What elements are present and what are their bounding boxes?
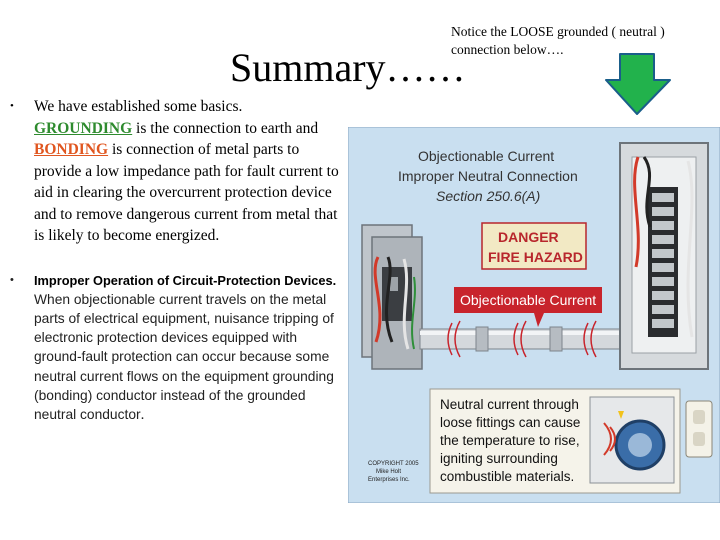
danger-label [481,222,587,270]
ill-heading-line-2: Improper Neutral Connection [398,168,578,184]
bullet-basics-intro: We have established some basics. [34,98,243,115]
loose-fitting-detail [589,396,675,484]
panelboard [619,142,709,370]
grounding-definition: is the connection to earth and [132,119,319,137]
credit-line-1: COPYRIGHT 2005 [368,461,419,467]
down-arrow-icon [605,53,671,115]
bullet-basics: • We have established some basics. GROUN… [8,96,344,247]
credit-line-2: Mike Holt [376,469,401,475]
bonding-keyword: BONDING [34,141,109,158]
callout-pointer [534,313,544,327]
note-line-1: Neutral current through [440,397,579,412]
receptacle [685,400,713,458]
bullet-end: . [140,406,145,423]
callout-text: Objectionable Current [460,292,596,308]
slide-title: Summary…… [230,45,466,90]
danger-text: DANGER [498,229,559,245]
note-line-5: combustible materials. [440,469,574,484]
bullet-list: • We have established some basics. GROUN… [8,96,344,425]
conduit [419,320,643,358]
ill-heading-line-3: Section 250.6(A) [436,188,540,204]
objectionable-current-callout [454,287,602,313]
note-line-2: loose fittings can cause [440,415,580,430]
ill-heading-line-1: Objectionable Current [418,148,554,164]
bullet-lead: Improper Operation of Circuit-Protection… [34,272,337,288]
grounding-keyword: GROUNDING [34,119,133,137]
bullet-symbol: • [10,273,14,286]
notice-text: Notice the LOOSE grounded ( neutral ) co… [451,24,665,57]
credit-line-3: Enterprises Inc. [368,477,410,483]
bullet-symbol: • [10,100,14,112]
note-line-3: the temperature to rise, [440,433,580,448]
bullet-improper-operation: • Improper Operation of Circuit-Protecti… [8,271,344,426]
disconnect-box [361,224,423,370]
wiring-illustration: Objectionable Current Improper Neutral C… [348,127,720,503]
fire-hazard-text: FIRE HAZARD [488,249,583,265]
bonding-definition: is connection of metal parts to provide … [34,141,339,244]
bullet-body: When objectionable current travels on th… [34,291,334,422]
note-line-4: igniting surrounding [440,451,558,466]
